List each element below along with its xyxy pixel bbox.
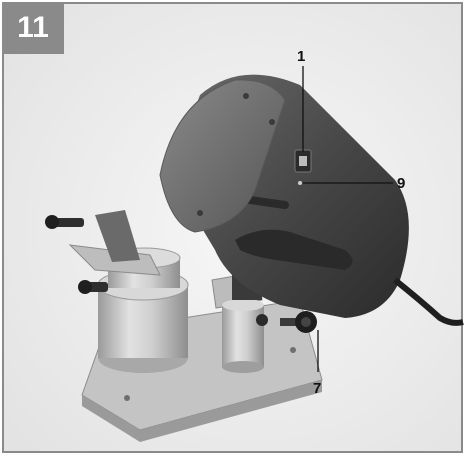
wheel-guard (159, 79, 286, 233)
adjustment-knob (280, 311, 317, 333)
power-cord (393, 277, 464, 326)
chain-vice (45, 210, 189, 373)
callout-1: 1 (297, 48, 306, 65)
callout-7: 7 (313, 380, 322, 397)
figure-number-badge: 11 (2, 2, 64, 54)
callout-9: 9 (397, 175, 406, 192)
